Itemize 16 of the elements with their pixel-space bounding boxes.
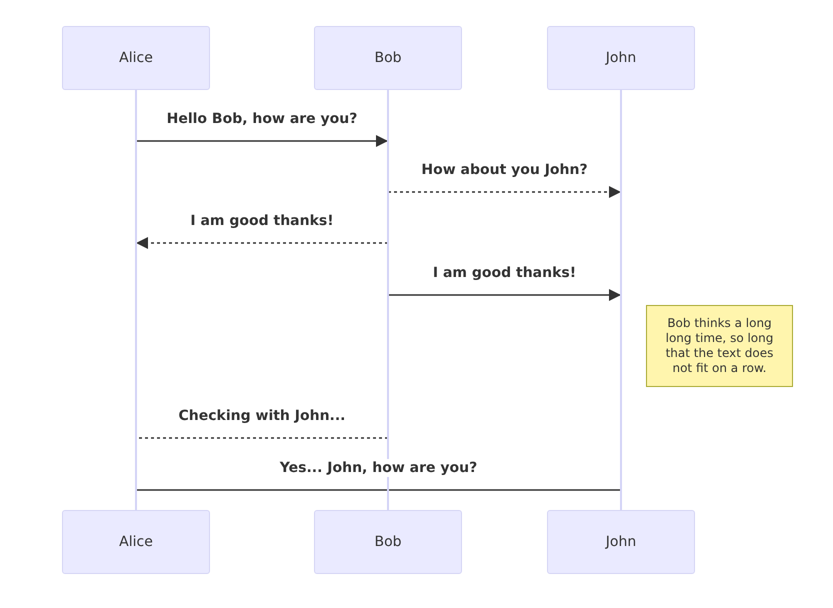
note-box: Bob thinks a long long time, so long that the text does not fit on a row. — [646, 305, 793, 387]
message-arrow — [136, 135, 388, 147]
actor-box: Alice — [62, 26, 210, 90]
message-label: Yes... John, how are you? — [278, 459, 480, 477]
message-label: Hello Bob, how are you? — [164, 110, 360, 128]
actor-box: John — [547, 510, 695, 574]
lifeline — [387, 90, 389, 510]
actor-box: John — [547, 26, 695, 90]
lifeline — [620, 90, 622, 510]
actor-box: Bob — [314, 510, 462, 574]
actor-box: Bob — [314, 26, 462, 90]
message-arrow — [388, 289, 621, 301]
lifeline — [135, 90, 137, 510]
message-arrow — [388, 186, 621, 198]
actor-box: Alice — [62, 510, 210, 574]
message-arrow — [136, 237, 388, 249]
